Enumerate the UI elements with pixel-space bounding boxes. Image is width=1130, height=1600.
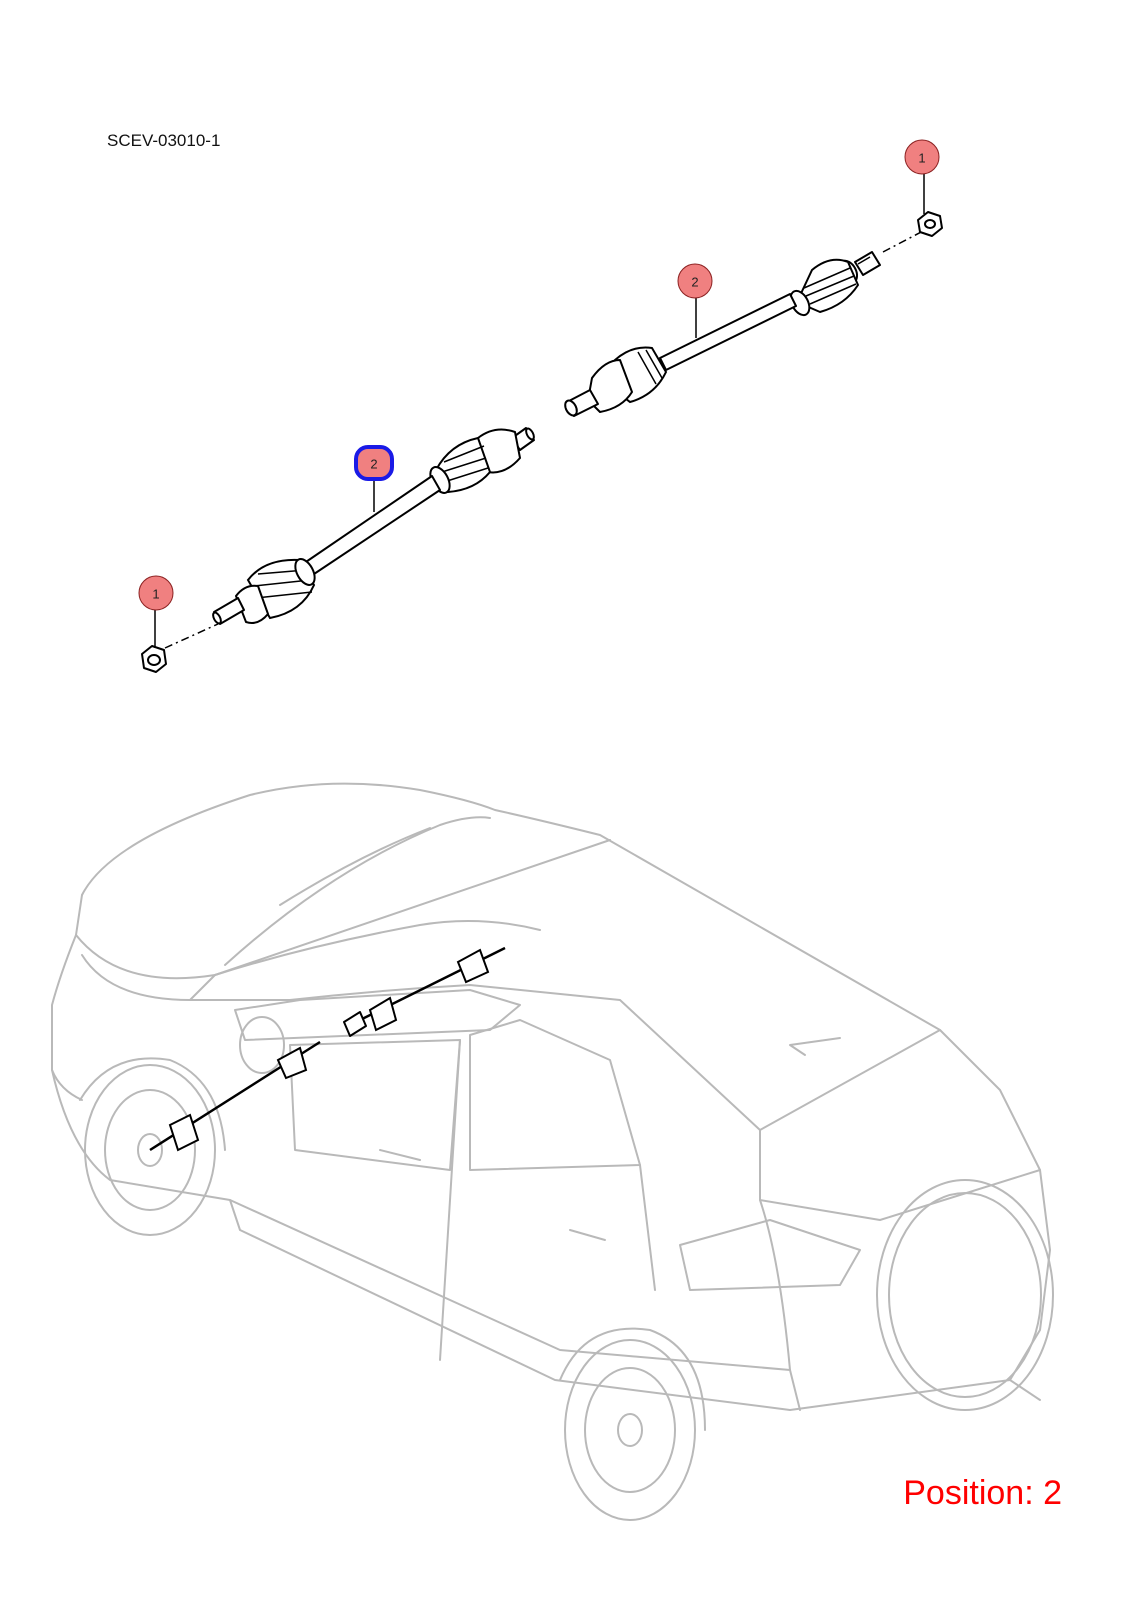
callout-label: 1 [152,587,159,602]
callout-1-top[interactable]: 1 [904,139,940,175]
left-drive-shaft[interactable] [164,427,535,649]
callout-2-left-shaft-selected[interactable]: 2 [354,445,394,481]
callout-label: 1 [918,151,925,166]
nut-right[interactable] [917,211,943,237]
position-label: Position: 2 [903,1474,1062,1512]
vehicle-drive-shafts [149,946,506,1152]
nut-left[interactable] [141,645,167,673]
right-drive-shaft[interactable] [563,229,926,417]
diagram-code: SCEV-03010-1 [107,131,221,150]
callout-label: 2 [370,457,377,472]
vehicle-illustration [51,782,1054,1521]
callout-1-bottom[interactable]: 1 [138,575,174,611]
callout-label: 2 [691,275,698,290]
callout-2-right-shaft[interactable]: 2 [677,263,713,299]
